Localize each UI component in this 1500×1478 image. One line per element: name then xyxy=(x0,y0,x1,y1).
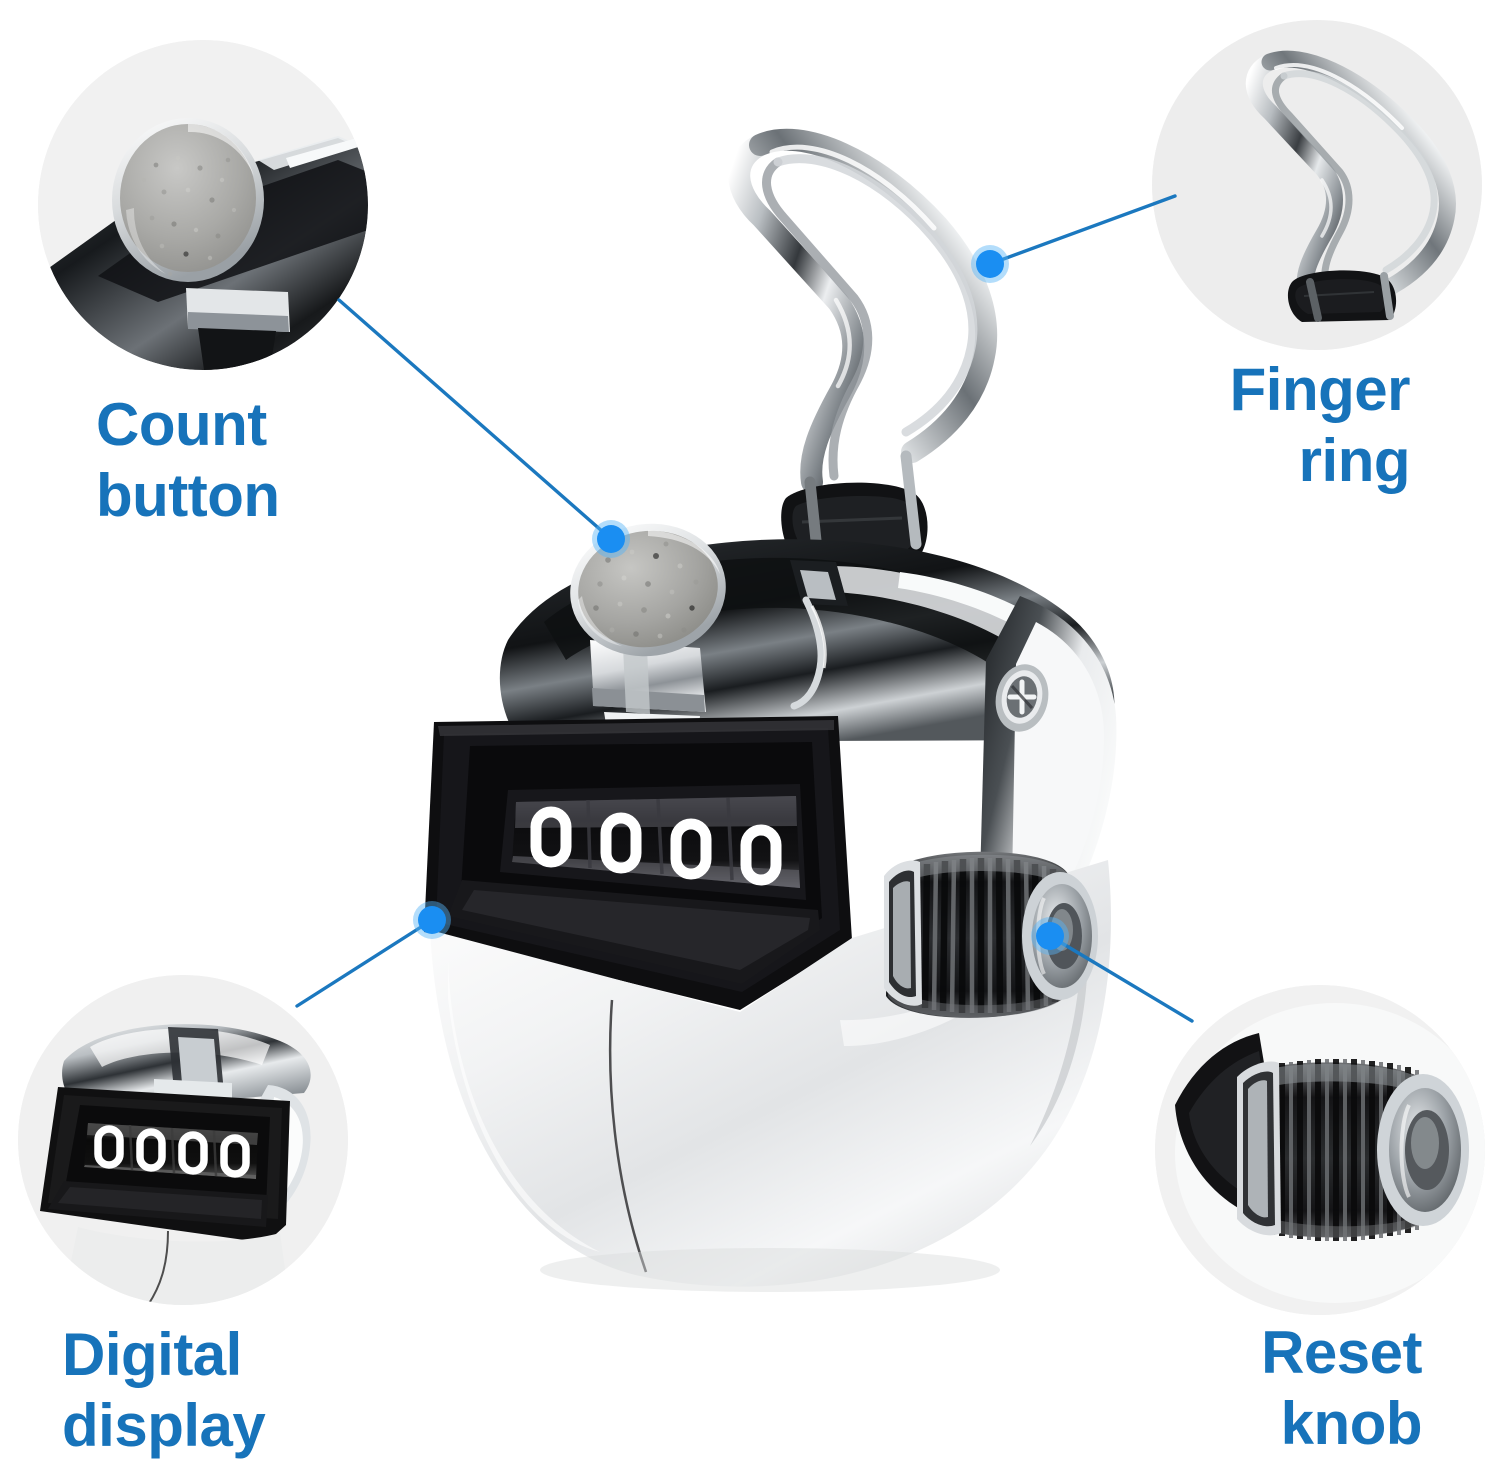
inset-count-button xyxy=(38,40,368,370)
digital-display-icon xyxy=(18,975,348,1305)
finger-ring-icon xyxy=(1152,20,1482,350)
inset-digital-display xyxy=(18,975,348,1305)
product-reset-knob[interactable] xyxy=(884,851,1098,1018)
label-digital-display: Digital display xyxy=(62,1321,266,1459)
inset-reset-knob xyxy=(1155,985,1485,1315)
product-finger-ring xyxy=(728,128,998,566)
digit-1 xyxy=(530,806,572,868)
product-digital-display xyxy=(424,716,852,1010)
inset-finger-ring xyxy=(1152,20,1482,350)
digit-3 xyxy=(670,818,712,880)
counter-digits xyxy=(530,806,782,886)
reset-knob-icon xyxy=(1155,985,1485,1315)
label-finger-ring: Finger ring xyxy=(1229,356,1411,494)
digit-2 xyxy=(600,812,642,874)
label-count-button: Count button xyxy=(96,391,280,529)
digit-4 xyxy=(740,824,782,886)
label-reset-knob: Reset knob xyxy=(1261,1319,1422,1457)
count-button-icon xyxy=(38,40,368,370)
screw-icon xyxy=(995,664,1049,732)
